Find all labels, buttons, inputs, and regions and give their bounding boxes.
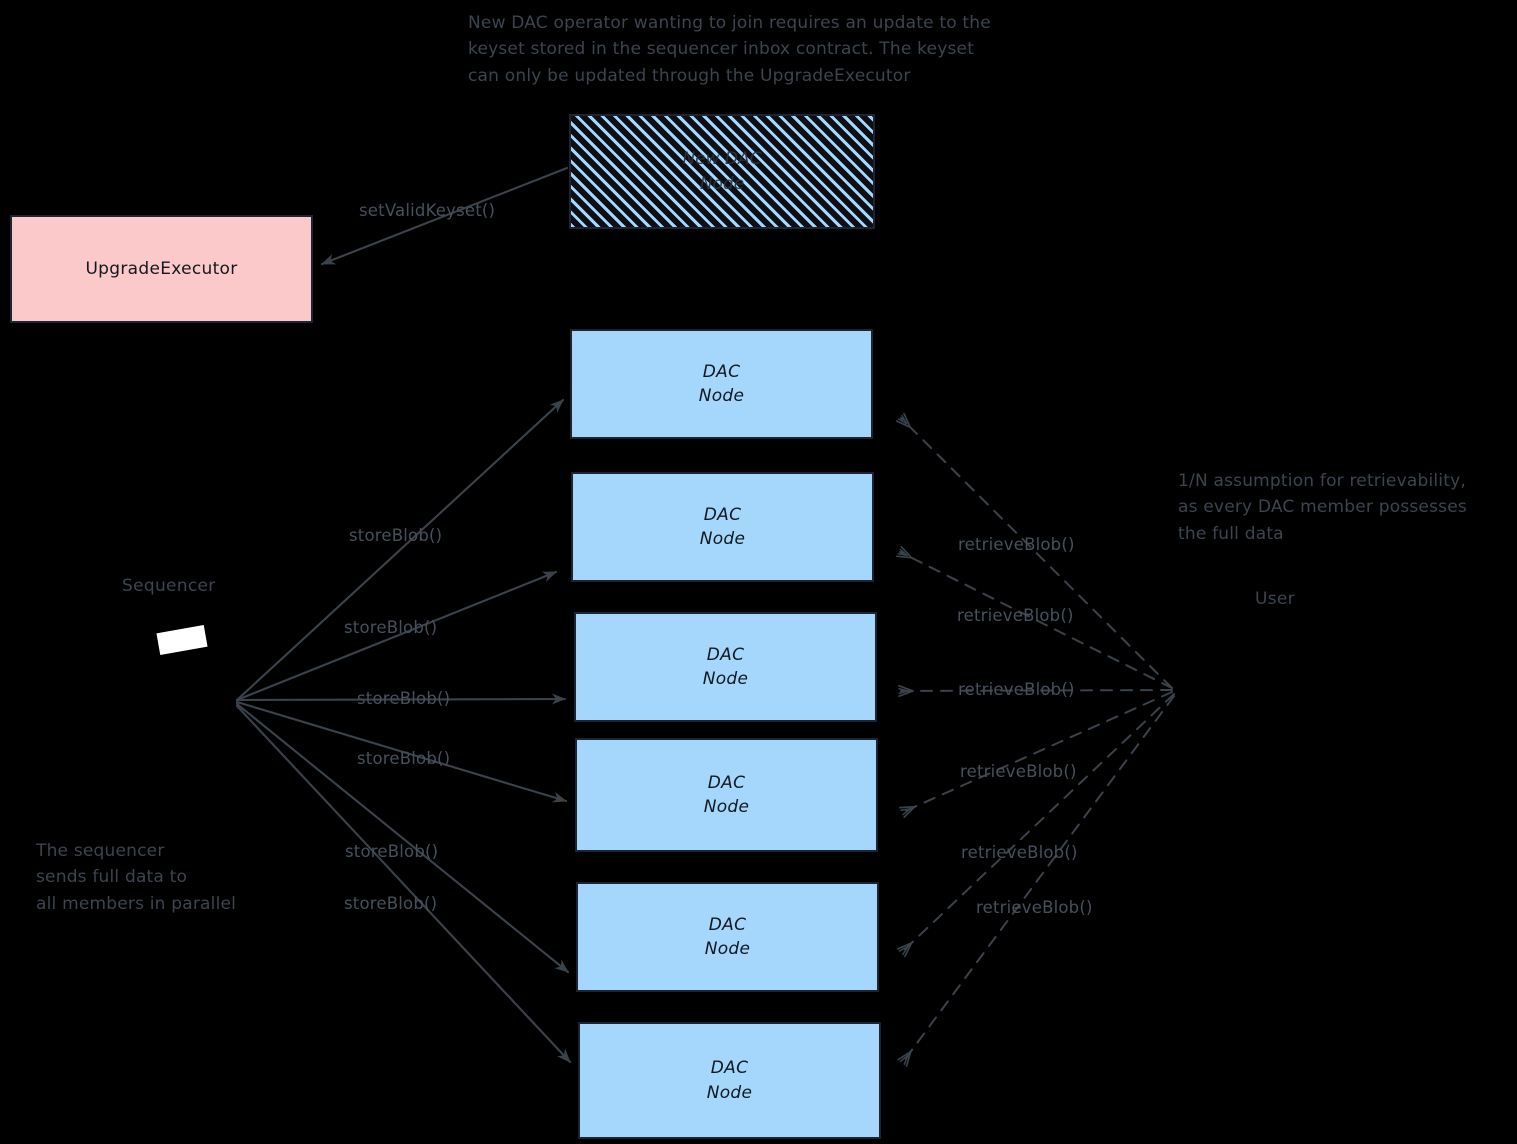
edge-label-store-blob-3: storeBlob() [357,689,451,708]
edge-label-retrieve-blob-3: retrieveBlob() [958,680,1075,699]
box-new-dac-node[interactable]: New DAC Node [569,114,875,229]
edge-label-store-blob-6: storeBlob() [344,894,438,913]
dac-node-1-line2: Node [698,386,745,406]
edge-label-retrieve-blob-2: retrieveBlob() [957,606,1074,625]
box-upgrade-executor[interactable]: UpgradeExecutor [10,215,313,323]
edge-label-retrieve-blob-1: retrieveBlob() [958,535,1075,554]
edge-label-set-valid-keyset: setValidKeyset() [359,201,496,220]
dac-node-6-line1: DAC [710,1058,749,1079]
edge-store-blob-6 [235,704,572,1064]
edge-label-retrieve-blob-6: retrieveBlob() [976,898,1093,917]
edge-label-store-blob-4: storeBlob() [357,749,451,768]
upgrade-executor-label: UpgradeExecutor [85,259,238,279]
dac-node-4-line2: Node [703,797,750,817]
dac-node-5-line1: DAC [708,914,747,935]
dac-node-3-line2: Node [702,669,749,689]
user-label: User [1255,589,1295,609]
dac-node-6-line2: Node [706,1082,753,1103]
edge-store-blob-5 [235,702,570,974]
box-dac-node-2[interactable]: DAC Node [571,472,874,582]
dac-node-2-line2: Node [699,529,746,549]
annotation-left-note: The sequencer sends full data to all mem… [36,841,237,914]
annotation-right-note: 1/N assumption for retrievability, as ev… [1178,471,1467,544]
box-dac-node-6[interactable]: DAC Node [578,1022,881,1139]
edge-label-store-blob-5: storeBlob() [345,842,439,861]
edge-store-blob-2 [235,570,558,702]
edge-set-valid-keyset [320,166,569,266]
edge-label-store-blob-1: storeBlob() [349,526,443,545]
box-dac-node-3[interactable]: DAC Node [574,612,877,722]
dac-node-5-line2: Node [704,939,751,959]
edge-retrieve-blob-6 [903,695,1175,1062]
edge-store-blob-3 [235,693,567,705]
annotation-top-note: New DAC operator wanting to join require… [468,13,991,86]
new-dac-node-line2: Node [699,173,745,194]
dac-node-2-line1: DAC [703,504,742,525]
dac-node-1-line1: DAC [702,361,741,382]
box-dac-node-4[interactable]: DAC Node [575,738,878,852]
dac-node-4-line1: DAC [707,772,746,793]
box-dac-node-1[interactable]: DAC Node [570,329,873,439]
edge-label-retrieve-blob-5: retrieveBlob() [961,843,1078,862]
box-dac-node-5[interactable]: DAC Node [576,882,879,992]
sequencer-label: Sequencer [122,576,216,596]
edge-label-store-blob-2: storeBlob() [344,618,438,637]
dac-node-3-line1: DAC [706,644,745,665]
edge-label-retrieve-blob-4: retrieveBlob() [960,762,1077,781]
edge-retrieve-blob-1 [901,418,1173,689]
edge-retrieve-blob-4 [903,691,1173,812]
edge-store-blob-4 [235,700,568,803]
edge-retrieve-blob-5 [902,693,1175,952]
edge-store-blob-1 [235,398,565,702]
edge-retrieve-blob-3 [900,690,1173,691]
edge-retrieve-blob-2 [900,552,1173,689]
new-dac-node-line1: New DAC [682,149,762,170]
